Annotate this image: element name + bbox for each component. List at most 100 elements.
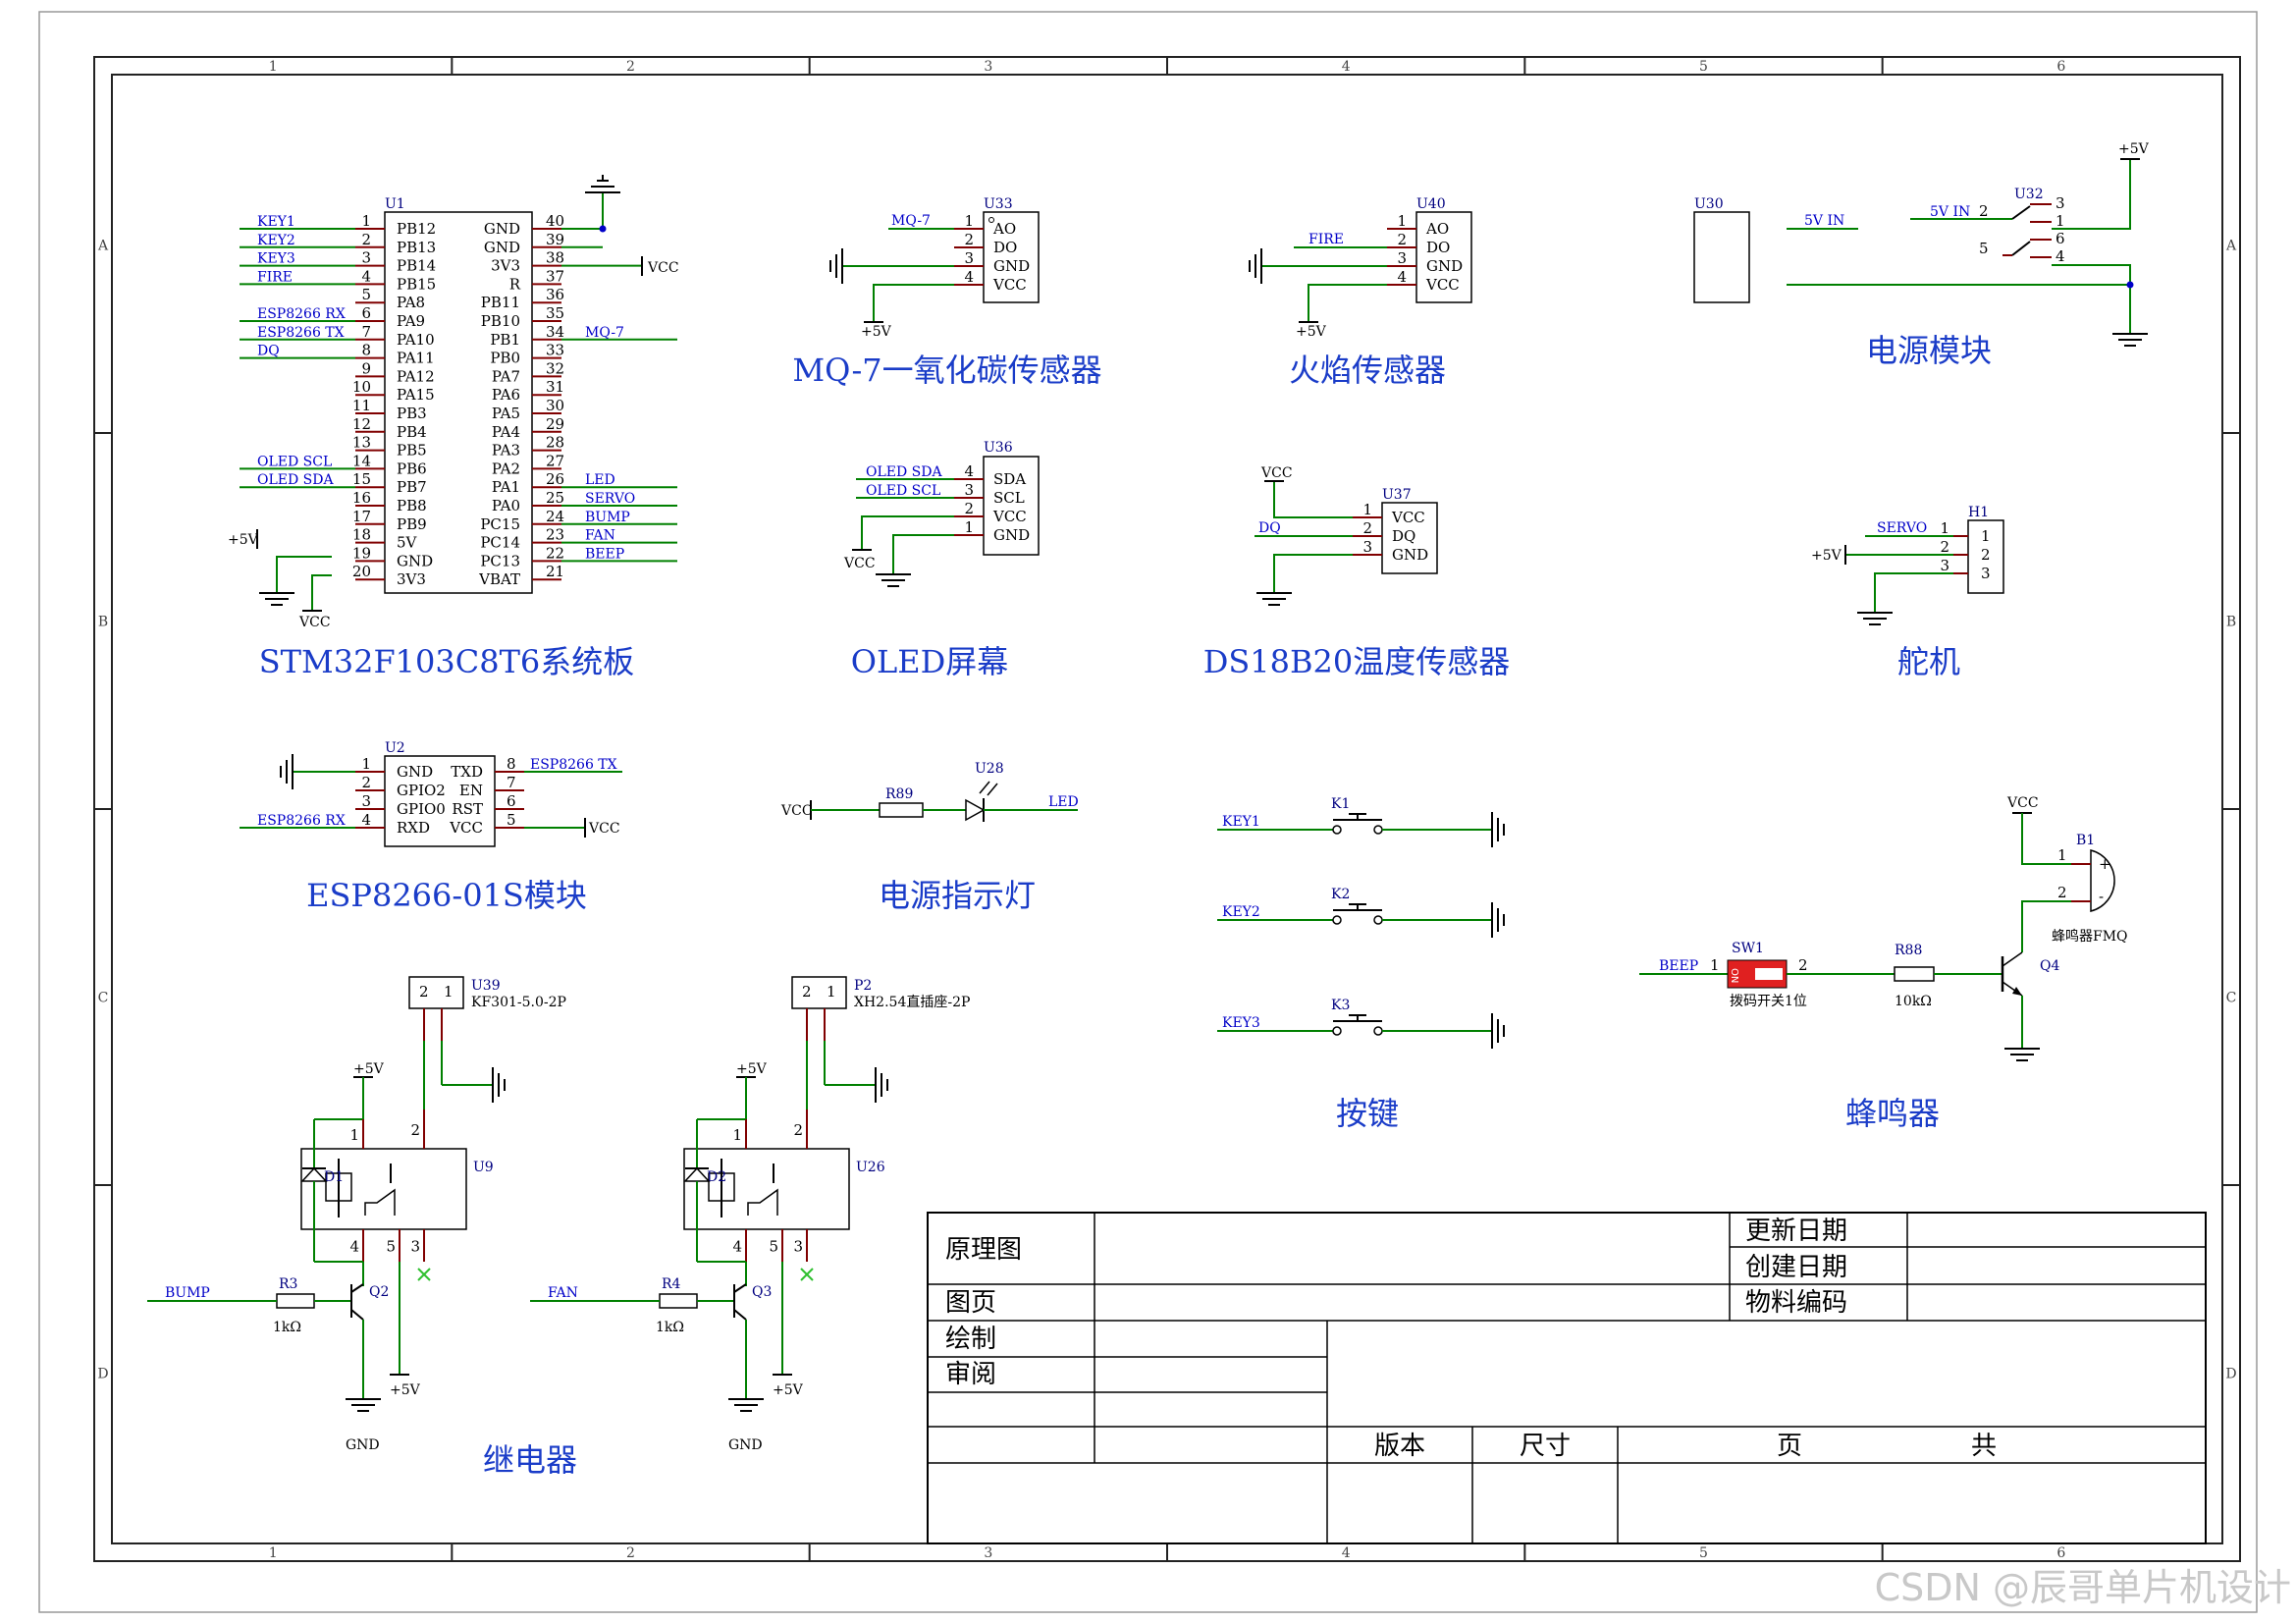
u36-pin-name: SDA [993, 470, 1026, 488]
connector-value: KF301-5.0-2P [471, 995, 566, 1010]
u36-pin-name: VCC [992, 508, 1027, 525]
h1-pin-number: 2 [1940, 538, 1949, 556]
u1-pin-number: 10 [352, 378, 371, 396]
sw1-value: 拨码开关1位 [1730, 994, 1807, 1009]
u2-pin-name: RST [452, 800, 483, 818]
u1-net-label: FAN [585, 528, 615, 544]
u1-pin-name: 5V [397, 534, 418, 552]
u1-pin-name: PA12 [397, 367, 435, 385]
zone-column-label: 6 [2056, 59, 2065, 75]
led-vcc-label: VCC [780, 803, 813, 819]
u1-pin-name: 3V3 [491, 257, 520, 275]
u40-designator: U40 [1416, 196, 1446, 212]
u1-pin-name: PA3 [492, 442, 520, 460]
u40-pwr-label: +5V [1296, 324, 1327, 340]
b1-minus: - [2099, 888, 2104, 905]
u1-pin-number: 32 [546, 359, 564, 377]
junction-dot [599, 225, 607, 233]
u36-net-label: OLED SDA [866, 464, 942, 480]
led-net-label: LED [1048, 794, 1079, 810]
title-oled: OLED屏幕 [851, 643, 1009, 680]
tb-size: 尺寸 [1520, 1432, 1571, 1461]
relay-pin-number: 2 [793, 1121, 803, 1139]
zone-row-label: C [98, 991, 109, 1006]
diode-designator: D1 [324, 1169, 344, 1185]
u37-pin-name: GND [1392, 546, 1428, 564]
zone-column-label: 1 [269, 59, 278, 75]
u1-net-label: LED [585, 472, 615, 488]
sw1-on-label: ON [1729, 968, 1739, 983]
ground-icon [829, 248, 843, 284]
u1-pin-name: PA8 [397, 294, 425, 311]
u1-pin-number: 20 [352, 563, 371, 580]
u40-pin-number: 4 [1397, 268, 1407, 286]
u1-pin-name: PA9 [397, 312, 425, 330]
q4-designator: Q4 [2040, 958, 2059, 974]
u40-net-label: FIRE [1308, 232, 1344, 247]
u37-pin-name: VCC [1391, 509, 1425, 526]
u37-pin-number: 1 [1362, 501, 1372, 518]
title-esp: ESP8266-01S模块 [306, 877, 587, 914]
relay-gnd-label: GND [346, 1437, 380, 1453]
tb-material-code: 物料编码 [1745, 1288, 1847, 1318]
u37-designator: U37 [1382, 487, 1412, 503]
zone-row-label: A [97, 239, 109, 254]
zone-row-label: A [2225, 239, 2237, 254]
key-designator: K1 [1331, 796, 1350, 812]
u1-net-label: BUMP [585, 510, 630, 525]
u1-pin-number: 6 [361, 304, 371, 322]
r89-designator: R89 [885, 786, 913, 802]
u1-pin-number: 35 [546, 304, 564, 322]
u1-pin-name: PB13 [397, 239, 436, 256]
u40-pin-name: AO [1425, 220, 1449, 238]
ground-icon [280, 754, 294, 789]
u1-pin-number: 34 [546, 323, 564, 341]
u1-net-label: ESP8266 TX [257, 325, 345, 341]
npn-transistor-icon [350, 1283, 364, 1293]
ground-icon [1857, 612, 1893, 625]
key-net-label: KEY3 [1222, 1015, 1260, 1031]
no-connect-icon [417, 1268, 431, 1281]
u1-pin-name: GND [484, 220, 520, 238]
u1-pin-number: 29 [546, 415, 564, 433]
u1-pin-name: PB15 [397, 275, 436, 293]
u32-pin: 4 [2056, 247, 2065, 265]
u32-designator: U32 [2014, 187, 2044, 202]
u33-pin-number: 2 [964, 231, 974, 248]
ground-icon [1491, 812, 1505, 847]
u1-pin-name: PA5 [492, 405, 520, 422]
u30-net-label: 5V IN [1804, 213, 1844, 229]
buzzer-net-label: BEEP [1659, 958, 1698, 974]
ground-icon [2004, 1048, 2040, 1061]
u1-pin-number: 38 [546, 249, 564, 267]
u36-vcc-label: VCC [843, 556, 876, 571]
diode-designator: D2 [707, 1169, 726, 1185]
tb-review: 审阅 [945, 1360, 996, 1389]
u1-pin-number: 11 [352, 397, 371, 414]
u1-pin-number: 8 [361, 342, 371, 359]
no-connect-icon [800, 1268, 814, 1281]
u1-pin-name: PA2 [492, 460, 520, 477]
tb-version: 版本 [1374, 1432, 1425, 1461]
title-led: 电源指示灯 [879, 877, 1036, 914]
key-contact [1373, 825, 1383, 835]
resistor-designator: R3 [279, 1276, 297, 1292]
title-buzzer: 蜂鸣器 [1845, 1095, 1940, 1132]
h1-pin-number: 3 [1940, 557, 1949, 574]
resistor-icon [276, 1293, 315, 1309]
title-stm32: STM32F103C8T6系统板 [259, 643, 635, 680]
u1-pin-name: PB1 [490, 331, 520, 349]
u1-pin-number: 4 [361, 267, 371, 285]
u1-pin-number: 1 [361, 212, 371, 230]
connector-designator: P2 [854, 978, 872, 994]
zone-column-label: 2 [626, 1545, 635, 1561]
zone-row-label: B [2226, 615, 2236, 630]
relay-switch-icon [364, 1188, 396, 1216]
u1-pin-name: PB4 [397, 423, 427, 441]
u1-pin-number: 18 [352, 526, 371, 544]
connector-designator: U39 [471, 978, 501, 994]
